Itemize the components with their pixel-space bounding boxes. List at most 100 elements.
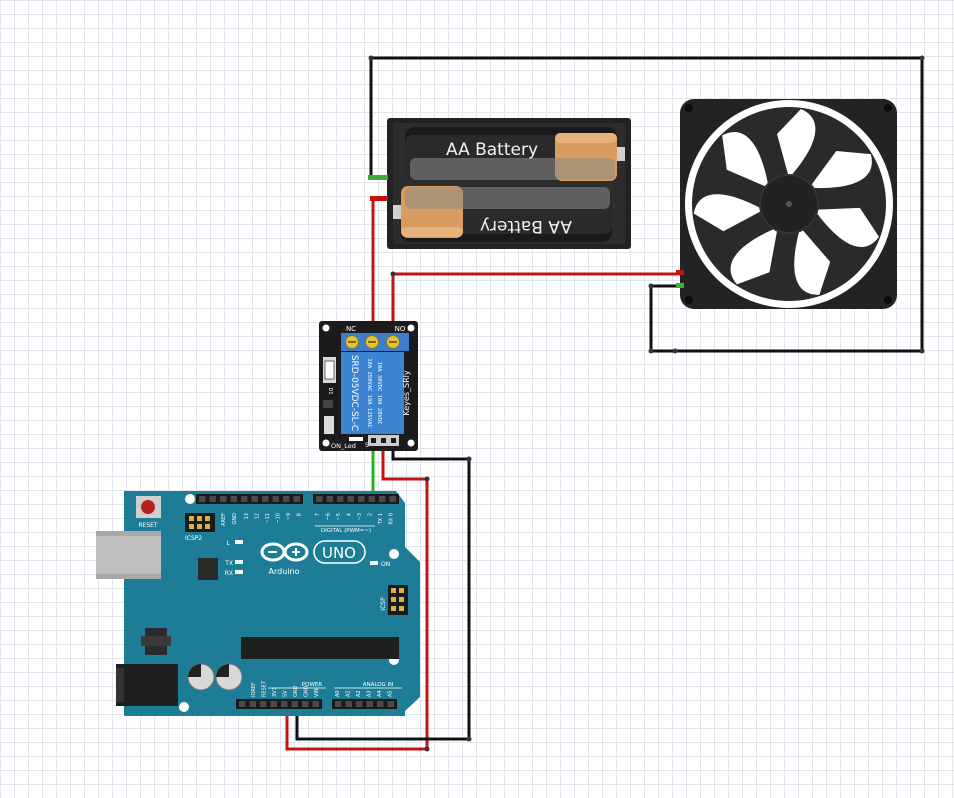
header-pin[interactable]: [316, 496, 323, 502]
header-pin[interactable]: [260, 701, 267, 707]
header-pin[interactable]: [241, 496, 248, 502]
relay-brand: Keyes_SRly: [402, 370, 411, 415]
digital-label: DIGITAL (PWM=~): [321, 528, 371, 534]
relay-rating-1: 10A 250VAC 10A 125VAC: [366, 358, 372, 428]
header-pin[interactable]: [389, 496, 397, 502]
battery-cell-bottom: AA Battery: [393, 186, 612, 242]
pin-label: 3V3: [272, 687, 278, 697]
gnd-top-label: GND: [232, 513, 238, 525]
pin-label: A0: [335, 690, 341, 697]
header-pin[interactable]: [366, 701, 374, 707]
header-pin[interactable]: [272, 496, 280, 502]
header-pin[interactable]: [335, 701, 342, 707]
header-pin[interactable]: [230, 496, 238, 502]
battery-terminal-pos[interactable]: [370, 196, 388, 201]
fan-blade: [794, 227, 831, 295]
power-header[interactable]: [236, 699, 322, 709]
pin-label: 2: [368, 513, 374, 516]
pin-label: RESET: [262, 680, 268, 697]
header-pin[interactable]: [249, 701, 257, 707]
battery-top-label: AA Battery: [446, 140, 538, 160]
pin-label: A4: [377, 690, 383, 697]
pin-label: IOREF: [251, 682, 257, 697]
header-pin[interactable]: [347, 496, 355, 502]
pin-label: ~11: [265, 513, 271, 524]
wire-red-relay-to-fan[interactable]: [391, 272, 681, 338]
fan-terminal-neg[interactable]: [676, 283, 684, 288]
uno-label: UNO: [322, 544, 356, 562]
pin-label: RX 0: [389, 513, 395, 525]
battery-bottom-label: AA Battery: [480, 216, 572, 236]
aref-label: AREF: [221, 513, 227, 526]
header-pin[interactable]: [291, 701, 299, 707]
header-pin[interactable]: [302, 701, 309, 707]
header-pin[interactable]: [281, 701, 288, 707]
pin-label: ~9: [286, 513, 292, 520]
pin-label: TX 1: [378, 513, 384, 525]
pin-label: A2: [356, 690, 362, 697]
battery-cell-top: AA Battery: [405, 127, 625, 181]
arduino-logo-icon: [260, 542, 309, 562]
header-pin[interactable]: [368, 496, 376, 502]
pin-label: 7: [315, 513, 321, 516]
fan-blades: [693, 109, 879, 295]
pin-label: 8: [297, 513, 303, 516]
header-pin[interactable]: [379, 496, 386, 502]
wire-red-vcc[interactable]: [285, 446, 429, 751]
header-pin[interactable]: [337, 496, 344, 502]
header-pin[interactable]: [387, 701, 395, 707]
header-pin[interactable]: [358, 496, 365, 502]
pin-label: 12: [255, 513, 261, 519]
pin-label: ~10: [276, 513, 282, 524]
icsp-header[interactable]: [388, 585, 408, 615]
header-pin[interactable]: [209, 496, 217, 502]
reset-button[interactable]: [141, 500, 155, 514]
relay-rating-2: 10A 30VDC 10A 28VDC: [376, 362, 382, 425]
battery-terminal-neg[interactable]: [368, 175, 388, 180]
fan-terminal-pos[interactable]: [676, 270, 684, 275]
wire-black-gnd[interactable]: [295, 446, 471, 741]
pin-label: GND: [293, 685, 299, 697]
led-rx-label: RX: [225, 570, 233, 577]
header-pin[interactable]: [293, 496, 301, 502]
led-on-label: ON: [381, 561, 390, 568]
pin-label: GND: [304, 685, 310, 697]
pin-label: 5V: [283, 690, 289, 697]
header-pin[interactable]: [251, 496, 259, 502]
pin-label: ~6: [326, 513, 332, 520]
header-pin[interactable]: [377, 701, 384, 707]
cooling-fan: [676, 99, 897, 309]
relay-led-label: ON_Led: [331, 442, 356, 450]
icsp2-header[interactable]: [185, 513, 215, 532]
header-pin[interactable]: [312, 701, 320, 707]
wires: [285, 55, 925, 752]
pin-label: A5: [388, 690, 394, 697]
header-pin[interactable]: [262, 496, 269, 502]
reset-label: RESET: [138, 522, 158, 529]
header-pin[interactable]: [239, 701, 246, 707]
header-pin[interactable]: [220, 496, 227, 502]
pin-label: A1: [346, 690, 352, 697]
pin-label: ~5: [336, 513, 342, 520]
relay-no-label: NO: [395, 325, 406, 333]
analog-header[interactable]: [332, 699, 397, 709]
pin-label: VIN: [314, 688, 320, 697]
header-pin[interactable]: [283, 496, 290, 502]
analog-label: ANALOG IN: [363, 682, 394, 688]
pin-label: ~3: [357, 513, 363, 520]
relay-nc-label: NC: [346, 325, 356, 333]
header-pin[interactable]: [326, 496, 334, 502]
relay-module: NC NO SRD-05VDC-SL-C 10A 250VAC 10A 125V…: [319, 321, 418, 451]
led-l-label: L: [227, 540, 231, 547]
header-pin[interactable]: [270, 701, 278, 707]
header-pin[interactable]: [199, 496, 206, 502]
digital-header[interactable]: [196, 494, 399, 504]
header-pin[interactable]: [356, 701, 363, 707]
header-pin[interactable]: [345, 701, 353, 707]
relay-s-label: S: [365, 442, 369, 449]
wire-red-battery-to-relay[interactable]: [371, 197, 387, 338]
